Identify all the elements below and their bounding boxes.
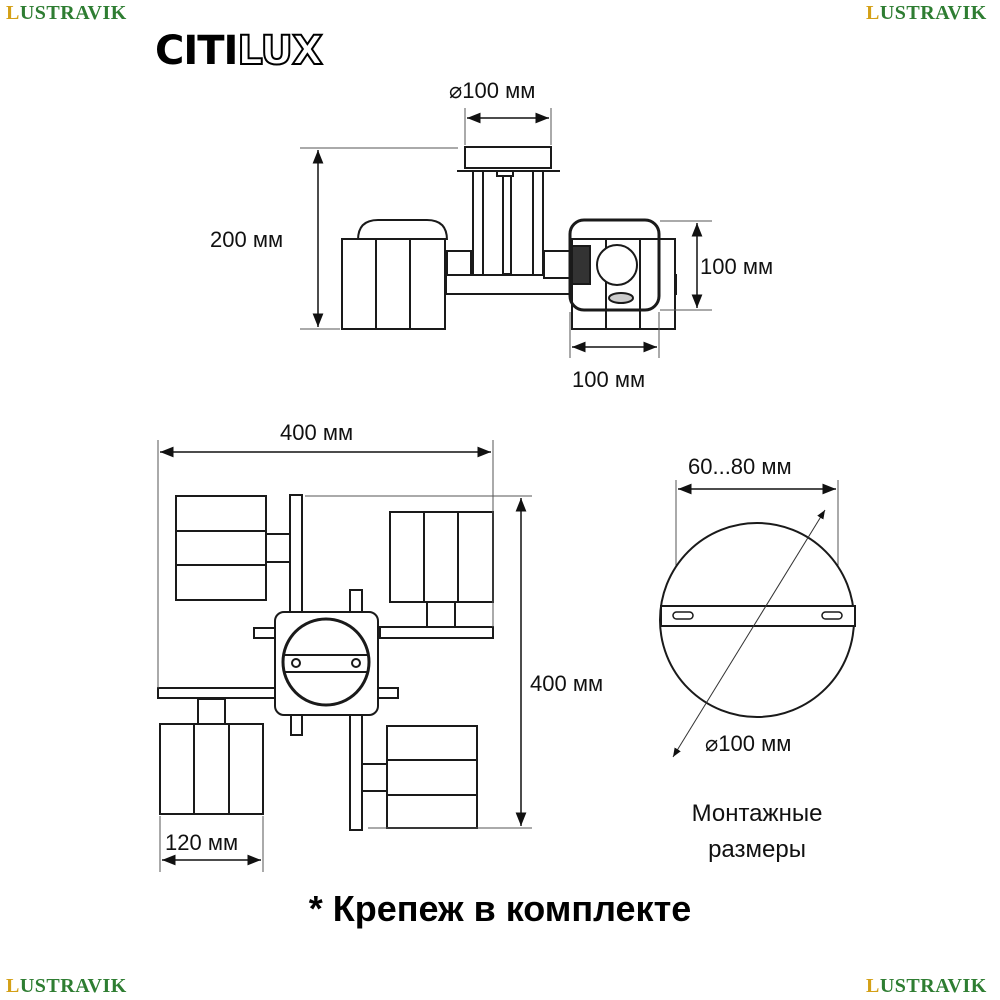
watermark-top-left: LUSTRAVIK <box>6 2 127 24</box>
mount-caption-line1: Монтажные <box>691 800 823 827</box>
brand-logo: CITILUX <box>155 27 324 75</box>
watermark-bottom-right: LUSTRAVIK <box>866 975 987 997</box>
mounting-plate <box>659 480 856 758</box>
top-view-dimensions <box>157 440 532 872</box>
top-view-arrows <box>160 446 527 866</box>
side-view-dimensions <box>300 108 712 358</box>
dim-bracket-range: 60...80 мм <box>688 454 792 479</box>
dim-shade-size: 120 мм <box>165 830 239 855</box>
dim-total-width: 400 мм <box>280 420 354 445</box>
dim-shade-width: 100 мм <box>572 367 646 392</box>
dim-mount-diameter: ⌀100 мм <box>705 731 792 756</box>
dim-shade-height: 100 мм <box>700 254 774 279</box>
watermark-bottom-left: LUSTRAVIK <box>6 975 127 997</box>
side-view-arrows <box>312 112 703 353</box>
dim-total-depth: 400 мм <box>530 671 604 696</box>
top-view <box>157 494 494 831</box>
dim-canopy-diameter: ⌀100 мм <box>449 78 536 103</box>
dim-height: 200 мм <box>210 227 284 252</box>
side-view <box>341 146 677 330</box>
mounting-note: * Крепеж в комплекте <box>308 888 692 929</box>
mount-caption-line2: размеры <box>708 836 806 863</box>
watermark-top-right: LUSTRAVIK <box>866 2 987 24</box>
